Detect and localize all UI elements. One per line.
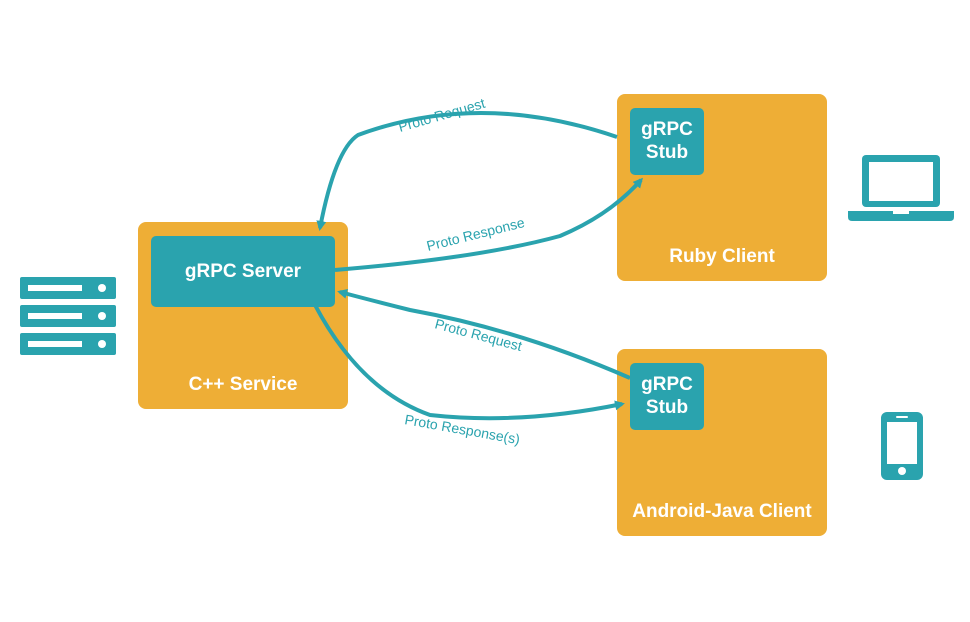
ruby-request-arrow (316, 111, 618, 231)
cpp-service-label: C++ Service (188, 374, 298, 395)
ruby-stub-line2: Stub (645, 142, 689, 163)
android-client-label: Android-Java Client (632, 501, 812, 522)
android-response-arrow (313, 304, 625, 421)
ruby-stub-line1: gRPC (641, 119, 693, 140)
ruby-response-arrow (334, 177, 643, 272)
android-grpc-stub: gRPC Stub (630, 363, 704, 430)
ruby-grpc-stub: gRPC Stub (630, 108, 704, 175)
ruby-client-label: Ruby Client (669, 246, 775, 267)
grpc-server-label: gRPC Server (184, 261, 302, 282)
android-client-box: gRPC Stub Android-Java Client (617, 349, 827, 536)
phone-icon (881, 412, 923, 480)
cpp-service-box: gRPC Server C++ Service (138, 222, 348, 409)
android-stub-line2: Stub (645, 397, 689, 418)
ruby-client-box: gRPC Stub Ruby Client (617, 94, 827, 281)
grpc-server-block: gRPC Server (151, 236, 335, 307)
laptop-icon (848, 155, 954, 221)
android-stub-line1: gRPC (641, 374, 693, 395)
android-request-label: Proto Request (433, 315, 524, 354)
server-rack-icon (20, 277, 116, 355)
android-request-arrow (337, 288, 631, 380)
